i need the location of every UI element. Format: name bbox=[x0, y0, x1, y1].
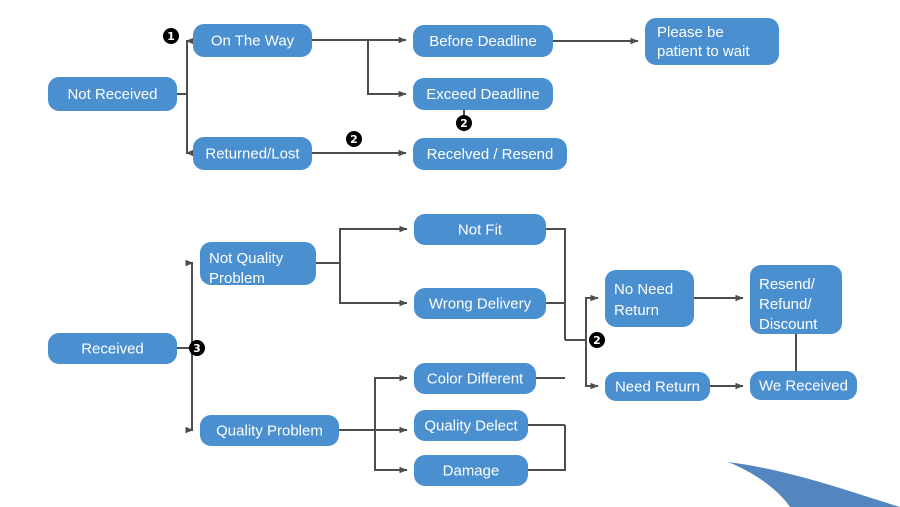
node-quality-problem[interactable]: Quality Problem bbox=[200, 415, 339, 446]
node-returned-lost-label: Returned/Lost bbox=[205, 145, 300, 162]
decorative-swoosh bbox=[728, 462, 900, 507]
badge-2-exceed-label: 2 bbox=[460, 117, 468, 130]
connector-damage-to-bus bbox=[528, 425, 566, 471]
badge-2-lower-label: 2 bbox=[593, 334, 601, 347]
node-not-received[interactable]: Not Received bbox=[48, 77, 177, 111]
connector-to-quality-problem bbox=[185, 348, 194, 434]
node-quality-problem-label: Quality Problem bbox=[216, 422, 323, 439]
node-before-deadline[interactable]: Before Deadline bbox=[413, 25, 553, 57]
node-color-different[interactable]: Color Different bbox=[414, 363, 536, 394]
node-resend-refund-discount-label-line1: Resend/ bbox=[759, 276, 816, 293]
node-we-received[interactable]: We Received bbox=[750, 371, 857, 400]
badge-3: 3 bbox=[189, 340, 205, 356]
connector-to-no-need-return bbox=[585, 294, 599, 340]
node-not-quality-problem-label-line1: Not Quality bbox=[209, 250, 284, 267]
node-no-need-return-label-line1: No Need bbox=[614, 281, 673, 298]
node-please-be-patient-label-line2: patient to wait bbox=[657, 43, 750, 60]
node-need-return-label: Need Return bbox=[615, 378, 700, 395]
node-not-fit[interactable]: Not Fit bbox=[414, 214, 546, 245]
badge-1-label: 1 bbox=[167, 30, 175, 43]
node-please-be-patient[interactable]: Please be patient to wait bbox=[645, 18, 779, 65]
node-before-deadline-label: Before Deadline bbox=[429, 33, 537, 50]
node-not-received-label: Not Received bbox=[67, 86, 157, 103]
connector-to-returned-lost bbox=[185, 94, 194, 157]
node-resend-refund-discount-label-line3: Discount bbox=[759, 316, 818, 333]
node-quality-delect[interactable]: Quality Delect bbox=[414, 410, 528, 441]
connector-nqp-split bbox=[316, 225, 408, 264]
node-no-need-return[interactable]: No Need Return bbox=[605, 270, 694, 327]
badge-2-top: 2 bbox=[346, 131, 362, 147]
node-please-be-patient-label-line1: Please be bbox=[657, 24, 724, 41]
node-on-the-way-label: On The Way bbox=[211, 32, 295, 49]
node-color-different-label: Color Different bbox=[427, 370, 524, 387]
node-received-label: Received bbox=[81, 340, 144, 357]
connector-to-need-return bbox=[585, 340, 599, 390]
node-quality-delect-label: Quality Delect bbox=[424, 417, 518, 434]
node-received[interactable]: Received bbox=[48, 333, 177, 364]
connector-to-not-quality-problem bbox=[185, 259, 194, 348]
node-need-return[interactable]: Need Return bbox=[605, 372, 710, 401]
node-exceed-deadline-label: Exceed Deadline bbox=[426, 86, 539, 103]
connector-qp-to-damage bbox=[374, 430, 408, 474]
connector-to-on-the-way bbox=[185, 37, 194, 94]
node-we-received-label: We Received bbox=[759, 377, 848, 394]
badge-2-top-label: 2 bbox=[350, 133, 358, 146]
node-not-quality-problem[interactable]: Not Quality Problem bbox=[200, 242, 316, 287]
badge-1: 1 bbox=[163, 28, 179, 44]
connector-qp-to-color-different bbox=[339, 374, 408, 431]
node-wrong-delivery-label: Wrong Delivery bbox=[429, 295, 532, 312]
node-resend-refund-discount[interactable]: Resend/ Refund/ Discount bbox=[750, 265, 842, 334]
node-not-quality-problem-label-line2: Problem bbox=[209, 270, 265, 287]
node-wrong-delivery[interactable]: Wrong Delivery bbox=[414, 288, 546, 319]
node-returned-lost[interactable]: Returned/Lost bbox=[193, 137, 312, 170]
node-on-the-way[interactable]: On The Way bbox=[193, 24, 312, 57]
badge-3-label: 3 bbox=[193, 342, 201, 355]
node-exceed-deadline[interactable]: Exceed Deadline bbox=[413, 78, 553, 110]
badge-2-lower: 2 bbox=[589, 332, 605, 348]
connector-nqp-to-wrong-delivery bbox=[339, 263, 408, 307]
badge-2-exceed: 2 bbox=[456, 115, 472, 131]
node-not-fit-label: Not Fit bbox=[458, 221, 503, 238]
node-damage[interactable]: Damage bbox=[414, 455, 528, 486]
node-no-need-return-label-line2: Return bbox=[614, 302, 659, 319]
node-resend-refund-discount-label-line2: Refund/ bbox=[759, 296, 812, 313]
node-received-resend-label: Recelved / Resend bbox=[427, 146, 554, 163]
node-damage-label: Damage bbox=[443, 462, 500, 479]
connector-group bbox=[177, 36, 797, 474]
node-received-resend[interactable]: Recelved / Resend bbox=[413, 138, 567, 170]
